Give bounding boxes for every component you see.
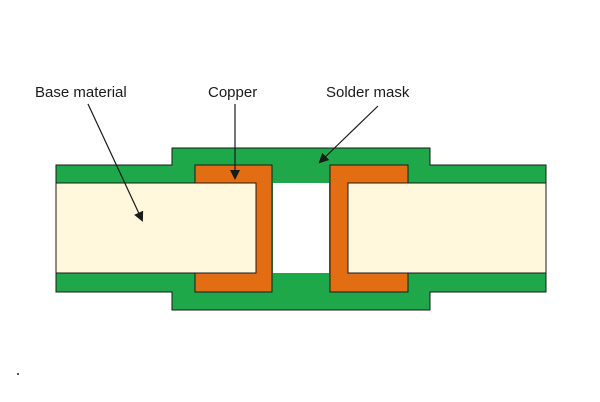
copper-plating-right xyxy=(329,164,409,293)
copper-label: Copper xyxy=(208,84,258,101)
copper-plating-left xyxy=(194,164,273,293)
base-material-left xyxy=(55,182,257,274)
base-material-right xyxy=(347,182,547,274)
base-material-label: Base material xyxy=(35,84,127,101)
solder-mask-arrow xyxy=(318,105,379,164)
solder-mask-label: Solder mask xyxy=(326,84,410,101)
stray-mark xyxy=(17,373,19,375)
base-material-arrow xyxy=(87,103,144,222)
via-hole xyxy=(273,183,329,273)
